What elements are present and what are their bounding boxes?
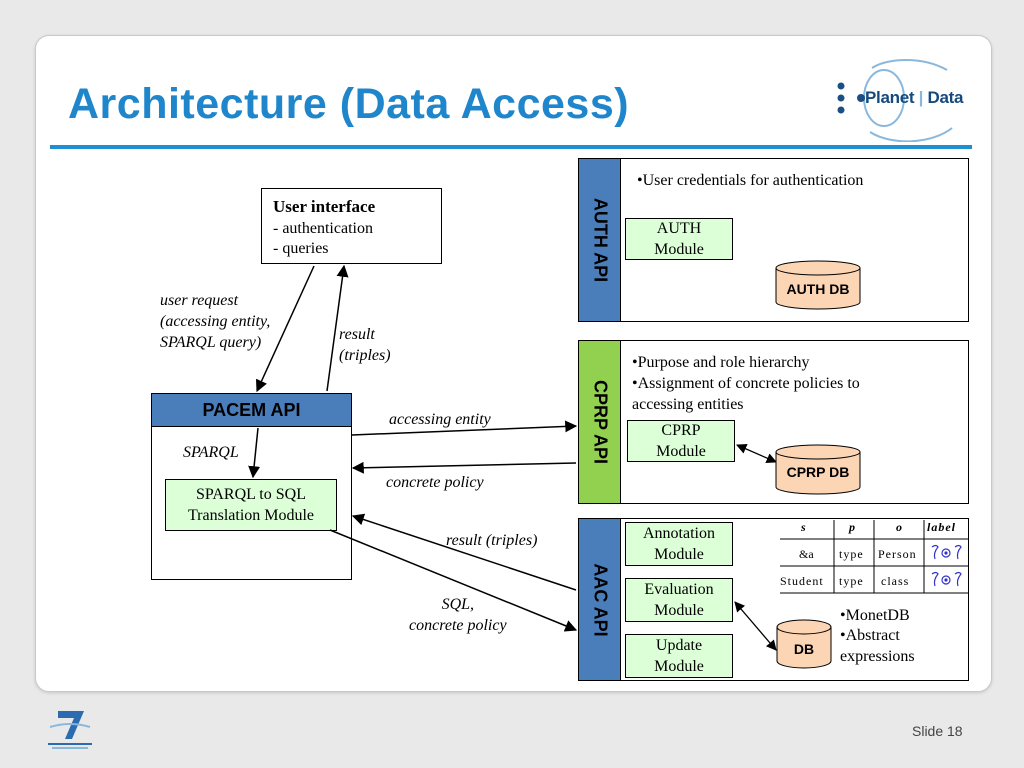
- cprp-bullet-2: Assignment of concrete policies to: [632, 373, 860, 394]
- logo-planet: Planet: [865, 88, 915, 107]
- logo-data: Data: [927, 88, 964, 107]
- pacem-api-label: PACEM API: [202, 400, 301, 420]
- aac-bullet-2: Abstract: [840, 625, 900, 646]
- triple-cell-2-s: Student: [780, 574, 824, 588]
- aac-api-bar: AAC API: [578, 518, 621, 681]
- auth-api-bar: AUTH API: [578, 158, 621, 322]
- triple-cell-2-p: type: [839, 574, 864, 588]
- triple-header-p: p: [849, 520, 855, 534]
- user-interface-heading: User interface: [273, 197, 376, 216]
- user-interface-line-1: - authentication: [273, 220, 373, 237]
- sparql-to-sql-module: SPARQL to SQL Translation Module: [165, 479, 337, 531]
- cprp-bullet-1: Purpose and role hierarchy: [632, 352, 810, 373]
- triple-header-s: s: [801, 520, 806, 534]
- aac-bullet-2-cont: expressions: [840, 648, 915, 665]
- cprp-db-label: CPRP DB: [786, 464, 850, 480]
- aac-api-label: AAC API: [590, 562, 610, 637]
- auth-db-label: AUTH DB: [786, 281, 850, 297]
- sql-policy-label: SQL, concrete policy: [409, 596, 507, 634]
- result-triples-label: result (triples): [446, 532, 538, 549]
- accessing-entity-label: accessing entity: [389, 411, 491, 428]
- pacem-api-header: PACEM API: [151, 393, 352, 427]
- sparql-label: SPARQL: [183, 444, 239, 461]
- sparql-to-sql-line-1: SPARQL to SQL: [196, 486, 306, 503]
- cprp-api-label: CPRP API: [590, 379, 610, 465]
- auth-bullet: User credentials for authentication: [637, 170, 864, 191]
- aac-bullet-1: MonetDB: [840, 605, 910, 626]
- triple-cell-1-p: type: [839, 547, 864, 561]
- user-interface-box: User interface - authentication - querie…: [261, 188, 442, 264]
- triple-header-label: label: [927, 520, 956, 534]
- sparql-to-sql-line-2: Translation Module: [187, 507, 315, 524]
- triple-cell-1-s: &a: [799, 547, 814, 561]
- auth-api-label: AUTH API: [590, 197, 610, 283]
- triple-cell-1-o: Person: [878, 547, 917, 561]
- cprp-bullet-2-cont: accessing entities: [632, 396, 744, 413]
- aac-db-label: DB: [793, 641, 815, 657]
- triple-header-o: o: [896, 520, 902, 534]
- cprp-api-bar: CPRP API: [578, 340, 621, 504]
- logo-wordmark: Planet | Data: [865, 88, 964, 107]
- result-label: result (triples): [339, 326, 391, 364]
- slide-number: Slide 18: [912, 723, 963, 739]
- fp7-logo-icon: [48, 711, 92, 749]
- user-request-label: user request (accessing entity, SPARQL q…: [160, 292, 271, 351]
- triple-cell-2-o: class: [881, 574, 910, 588]
- title-underline: [50, 145, 972, 149]
- concrete-policy-label: concrete policy: [386, 474, 484, 491]
- planet-data-logo-icon: [837, 59, 953, 142]
- page-title: Architecture (Data Access): [68, 80, 630, 128]
- user-interface-line-2: - queries: [273, 240, 329, 257]
